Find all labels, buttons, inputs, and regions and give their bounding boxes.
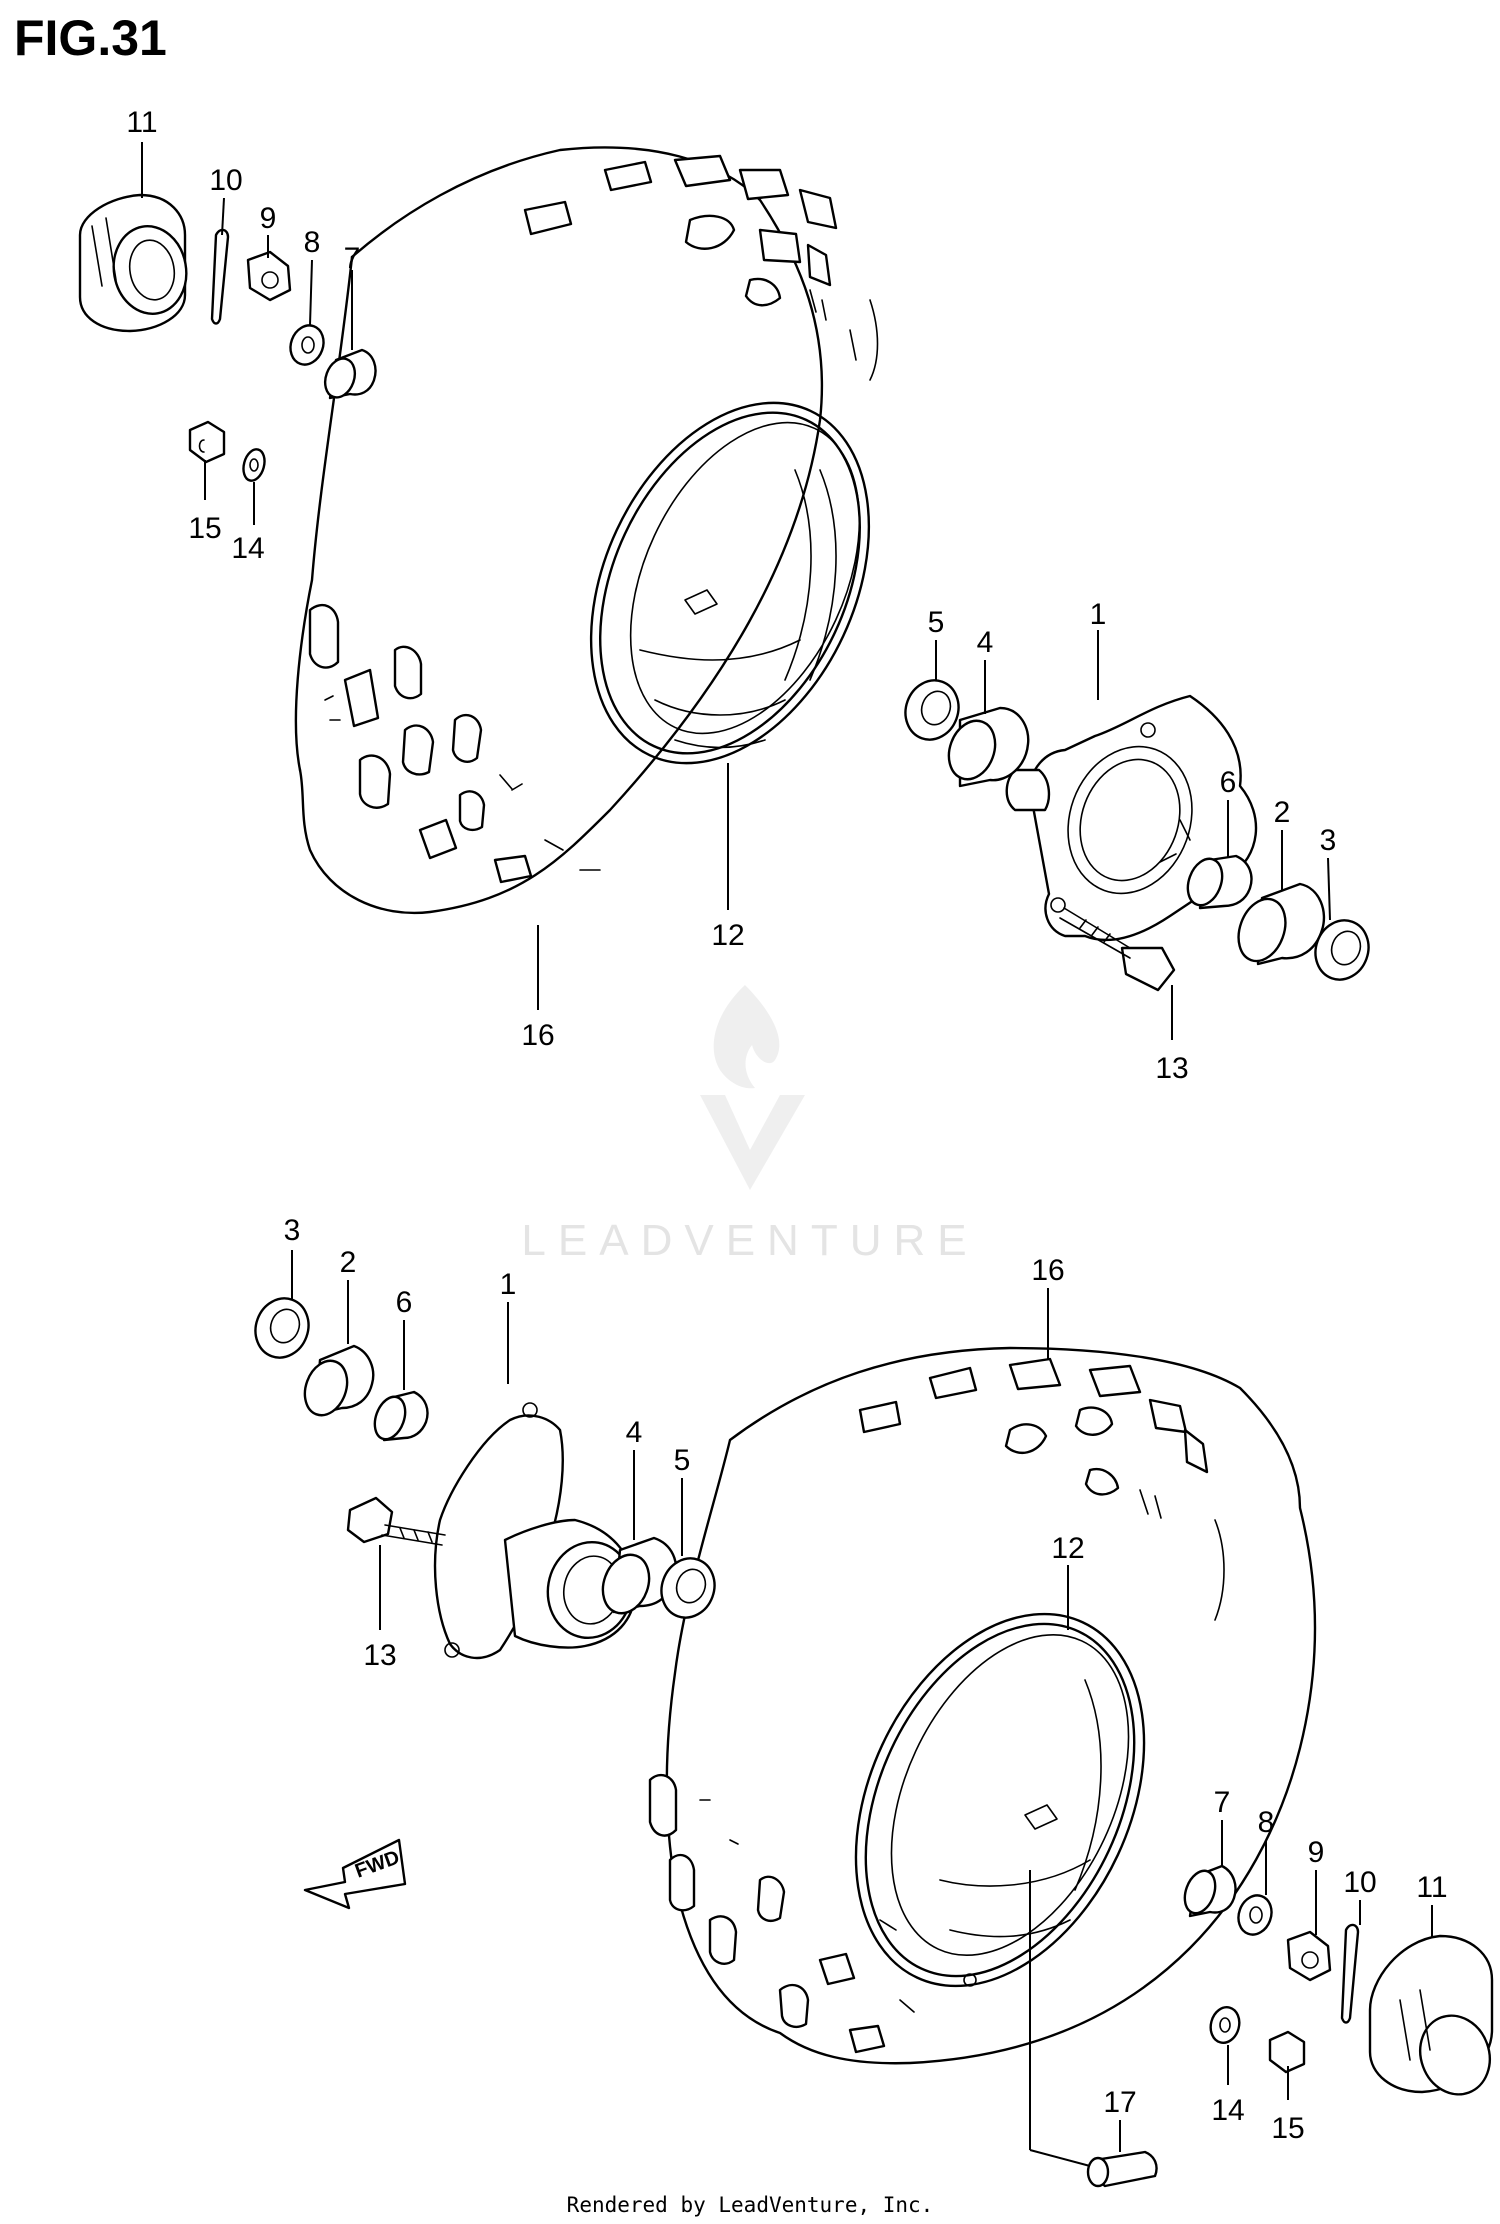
bottom-bolt <box>346 1496 446 1546</box>
top-washer-14 <box>242 448 266 482</box>
callout-bottom-8: 8 <box>1258 1806 1275 1839</box>
bottom-rim <box>854 1612 1146 1988</box>
top-cap-11 <box>78 193 188 333</box>
bottom-valve-17 <box>1086 2150 1158 2188</box>
figure-title: FIG.31 <box>14 10 167 66</box>
callout-top-16: 16 <box>521 1019 554 1052</box>
bottom-washer-8 <box>1237 1894 1273 1936</box>
bottom-bearing-2 <box>303 1344 375 1417</box>
callout-top-6: 6 <box>1220 766 1237 799</box>
callout-top-14: 14 <box>231 532 264 565</box>
top-spacer-6 <box>1186 854 1253 910</box>
bottom-cotter-pin-10 <box>1340 1923 1360 2024</box>
callout-top-5: 5 <box>928 606 945 639</box>
bottom-hub <box>433 1402 637 1660</box>
callout-top-10: 10 <box>209 164 242 197</box>
callout-top-1: 1 <box>1090 598 1107 631</box>
bottom-washer-14 <box>1209 2006 1241 2044</box>
bottom-bearing-5 <box>660 1557 716 1619</box>
top-washer-8 <box>289 324 325 366</box>
callout-bottom-3: 3 <box>284 1214 301 1247</box>
callout-top-7: 7 <box>344 242 361 275</box>
top-nut-9 <box>246 250 292 302</box>
callout-top-4: 4 <box>977 626 994 659</box>
bottom-nut-9 <box>1286 1930 1332 1982</box>
callout-bottom-9: 9 <box>1308 1836 1325 1869</box>
callout-top-2: 2 <box>1274 796 1291 829</box>
top-bearing-3 <box>1314 919 1370 981</box>
callout-bottom-12: 12 <box>1051 1532 1084 1565</box>
top-callouts: 11 10 9 8 7 15 14 5 4 1 6 2 3 12 16 13 <box>126 106 1336 1085</box>
bottom-callouts: 3 2 6 1 4 5 16 13 12 7 8 9 10 11 14 15 1… <box>284 1214 1448 2145</box>
bottom-nut-15 <box>1268 2030 1306 2074</box>
callout-bottom-16: 16 <box>1031 1254 1064 1287</box>
callout-bottom-15: 15 <box>1271 2112 1304 2145</box>
callout-bottom-5: 5 <box>674 1444 691 1477</box>
callout-bottom-1: 1 <box>500 1268 517 1301</box>
footer-credit: Rendered by LeadVenture, Inc. <box>567 2193 934 2217</box>
top-bearing-4 <box>947 706 1030 788</box>
callout-top-8: 8 <box>304 226 321 259</box>
bottom-tire <box>648 1346 1317 2065</box>
top-bearing-2 <box>1237 882 1326 966</box>
callout-bottom-2: 2 <box>340 1246 357 1279</box>
callout-bottom-14: 14 <box>1211 2094 1244 2127</box>
callout-bottom-4: 4 <box>626 1416 643 1449</box>
callout-top-15: 15 <box>188 512 221 545</box>
watermark-text: LEADVENTURE <box>521 1216 978 1265</box>
callout-bottom-13: 13 <box>363 1639 396 1672</box>
bottom-wheel-assembly: FWD <box>254 1297 1494 2188</box>
top-rim <box>589 401 871 765</box>
bottom-bearing-4 <box>601 1536 678 1615</box>
callout-bottom-6: 6 <box>396 1286 413 1319</box>
top-spacer-7 <box>323 348 377 400</box>
bottom-spacer-7 <box>1183 1864 1237 1918</box>
callout-bottom-17: 17 <box>1103 2086 1136 2119</box>
top-tire <box>294 146 879 915</box>
bottom-bearing-3 <box>254 1297 310 1359</box>
top-bolt <box>1059 907 1176 992</box>
callout-bottom-10: 10 <box>1343 1866 1376 1899</box>
callout-top-9: 9 <box>260 202 277 235</box>
bottom-leader-lines <box>291 1250 1433 2167</box>
fwd-direction-arrow: FWD <box>303 1838 407 1910</box>
top-leader-lines <box>141 142 1331 1040</box>
callout-bottom-7: 7 <box>1214 1786 1231 1819</box>
top-wheel-assembly <box>78 146 1370 992</box>
callout-top-12: 12 <box>711 919 744 952</box>
callout-top-13: 13 <box>1155 1052 1188 1085</box>
top-bearing-5 <box>904 679 960 741</box>
top-cotter-pin-10 <box>210 228 230 325</box>
leadventure-watermark-logo <box>700 985 805 1190</box>
callout-bottom-11: 11 <box>1416 1871 1447 1904</box>
bottom-spacer-6 <box>373 1390 429 1442</box>
bottom-cap-11 <box>1368 1934 1494 2096</box>
top-nut-15 <box>188 420 226 464</box>
callout-top-3: 3 <box>1320 824 1337 857</box>
callout-top-11: 11 <box>126 106 157 139</box>
